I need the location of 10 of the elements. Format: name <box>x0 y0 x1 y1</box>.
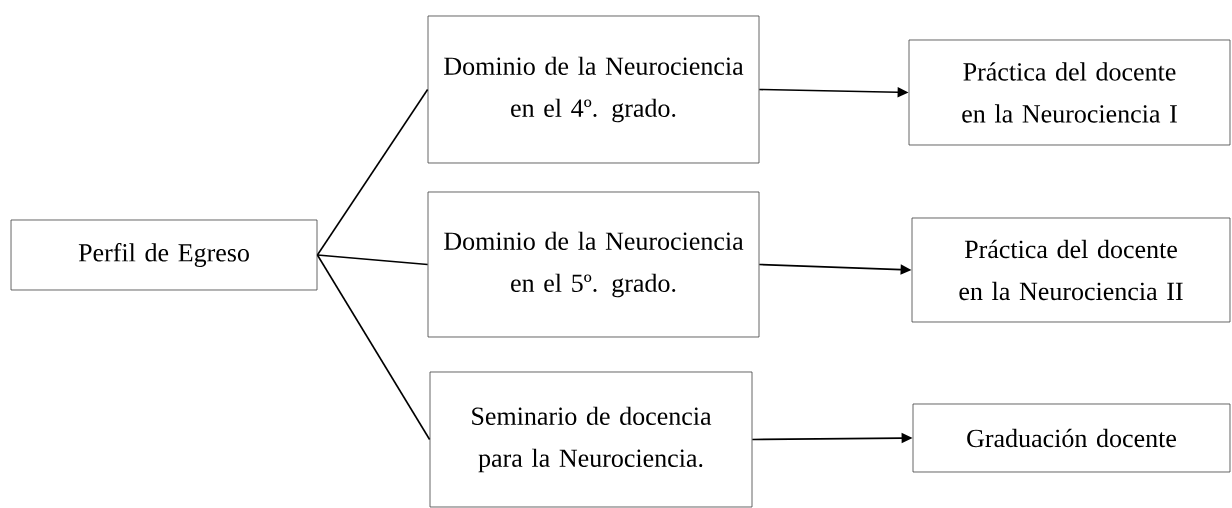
connector-line <box>316 254 429 266</box>
course-box: Dominio de la Neurociencia en el 4º. grado. <box>427 15 760 164</box>
graduation-box: Graduación docente <box>912 403 1231 473</box>
connector-line <box>316 254 431 441</box>
practice-box: Práctica del docente en la Neurociencia II <box>911 217 1231 323</box>
practice-box: Práctica del docente en la Neurociencia I <box>908 39 1231 146</box>
seminar-box: Seminario de docencia para la Neurociencia. <box>429 371 753 508</box>
profile-box: Perfil de Egreso <box>10 219 318 291</box>
connector-line <box>316 88 429 256</box>
course-box: Dominio de la Neurociencia en el 5º. grado. <box>427 191 760 338</box>
